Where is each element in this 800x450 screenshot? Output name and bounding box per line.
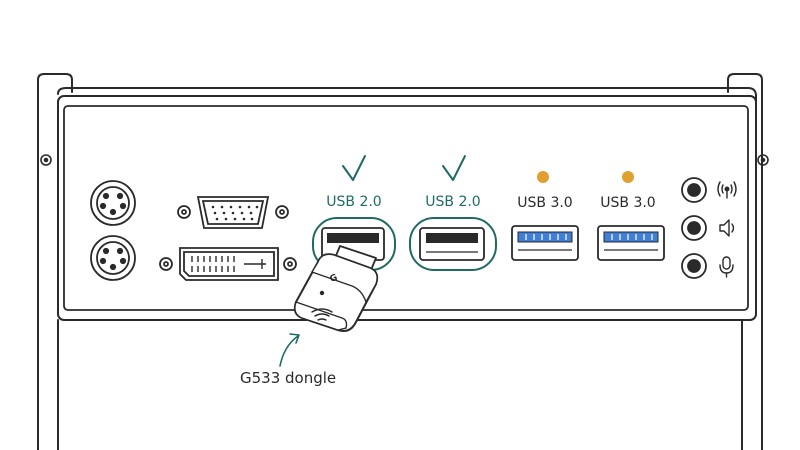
microphone-icon [719,256,734,278]
usb-3-port-d[interactable] [597,225,665,261]
usb-c-label: USB 3.0 [517,195,572,211]
g533-dongle[interactable]: G [293,245,379,332]
audio-jack-mic[interactable] [681,253,707,279]
caption-arrow [279,333,300,367]
audio-jack-line-in[interactable] [681,177,707,203]
usb-b-status [442,155,466,181]
check-icon [442,155,466,181]
dongle-led [319,290,325,296]
usb-a-label: USB 2.0 [326,194,381,210]
dvi-port [159,247,297,281]
chassis-frame [37,73,763,450]
dongle-caption: G533 dongle [240,369,336,387]
usb-3-port-c[interactable] [511,225,579,261]
audio-jack-line-out[interactable] [681,215,707,241]
line-in-icon [717,181,737,199]
usb-b-label: USB 2.0 [425,194,480,210]
usb-d-status-dot [622,171,634,183]
usb-a-status [342,155,366,181]
check-icon [342,155,366,181]
ps2-port-bottom [90,235,136,281]
dongle-brand-logo: G [329,273,339,285]
ps2-port-top [90,180,136,226]
screw-right [757,154,769,166]
usb-d-label: USB 3.0 [600,195,655,211]
screw-left [40,154,52,166]
vga-port [177,196,289,229]
io-panel [63,105,749,311]
usb-c-status-dot [537,171,549,183]
wireless-icon [311,308,333,321]
usb-2-port-b[interactable] [409,217,497,271]
speaker-icon [719,219,735,237]
screws [40,154,769,166]
